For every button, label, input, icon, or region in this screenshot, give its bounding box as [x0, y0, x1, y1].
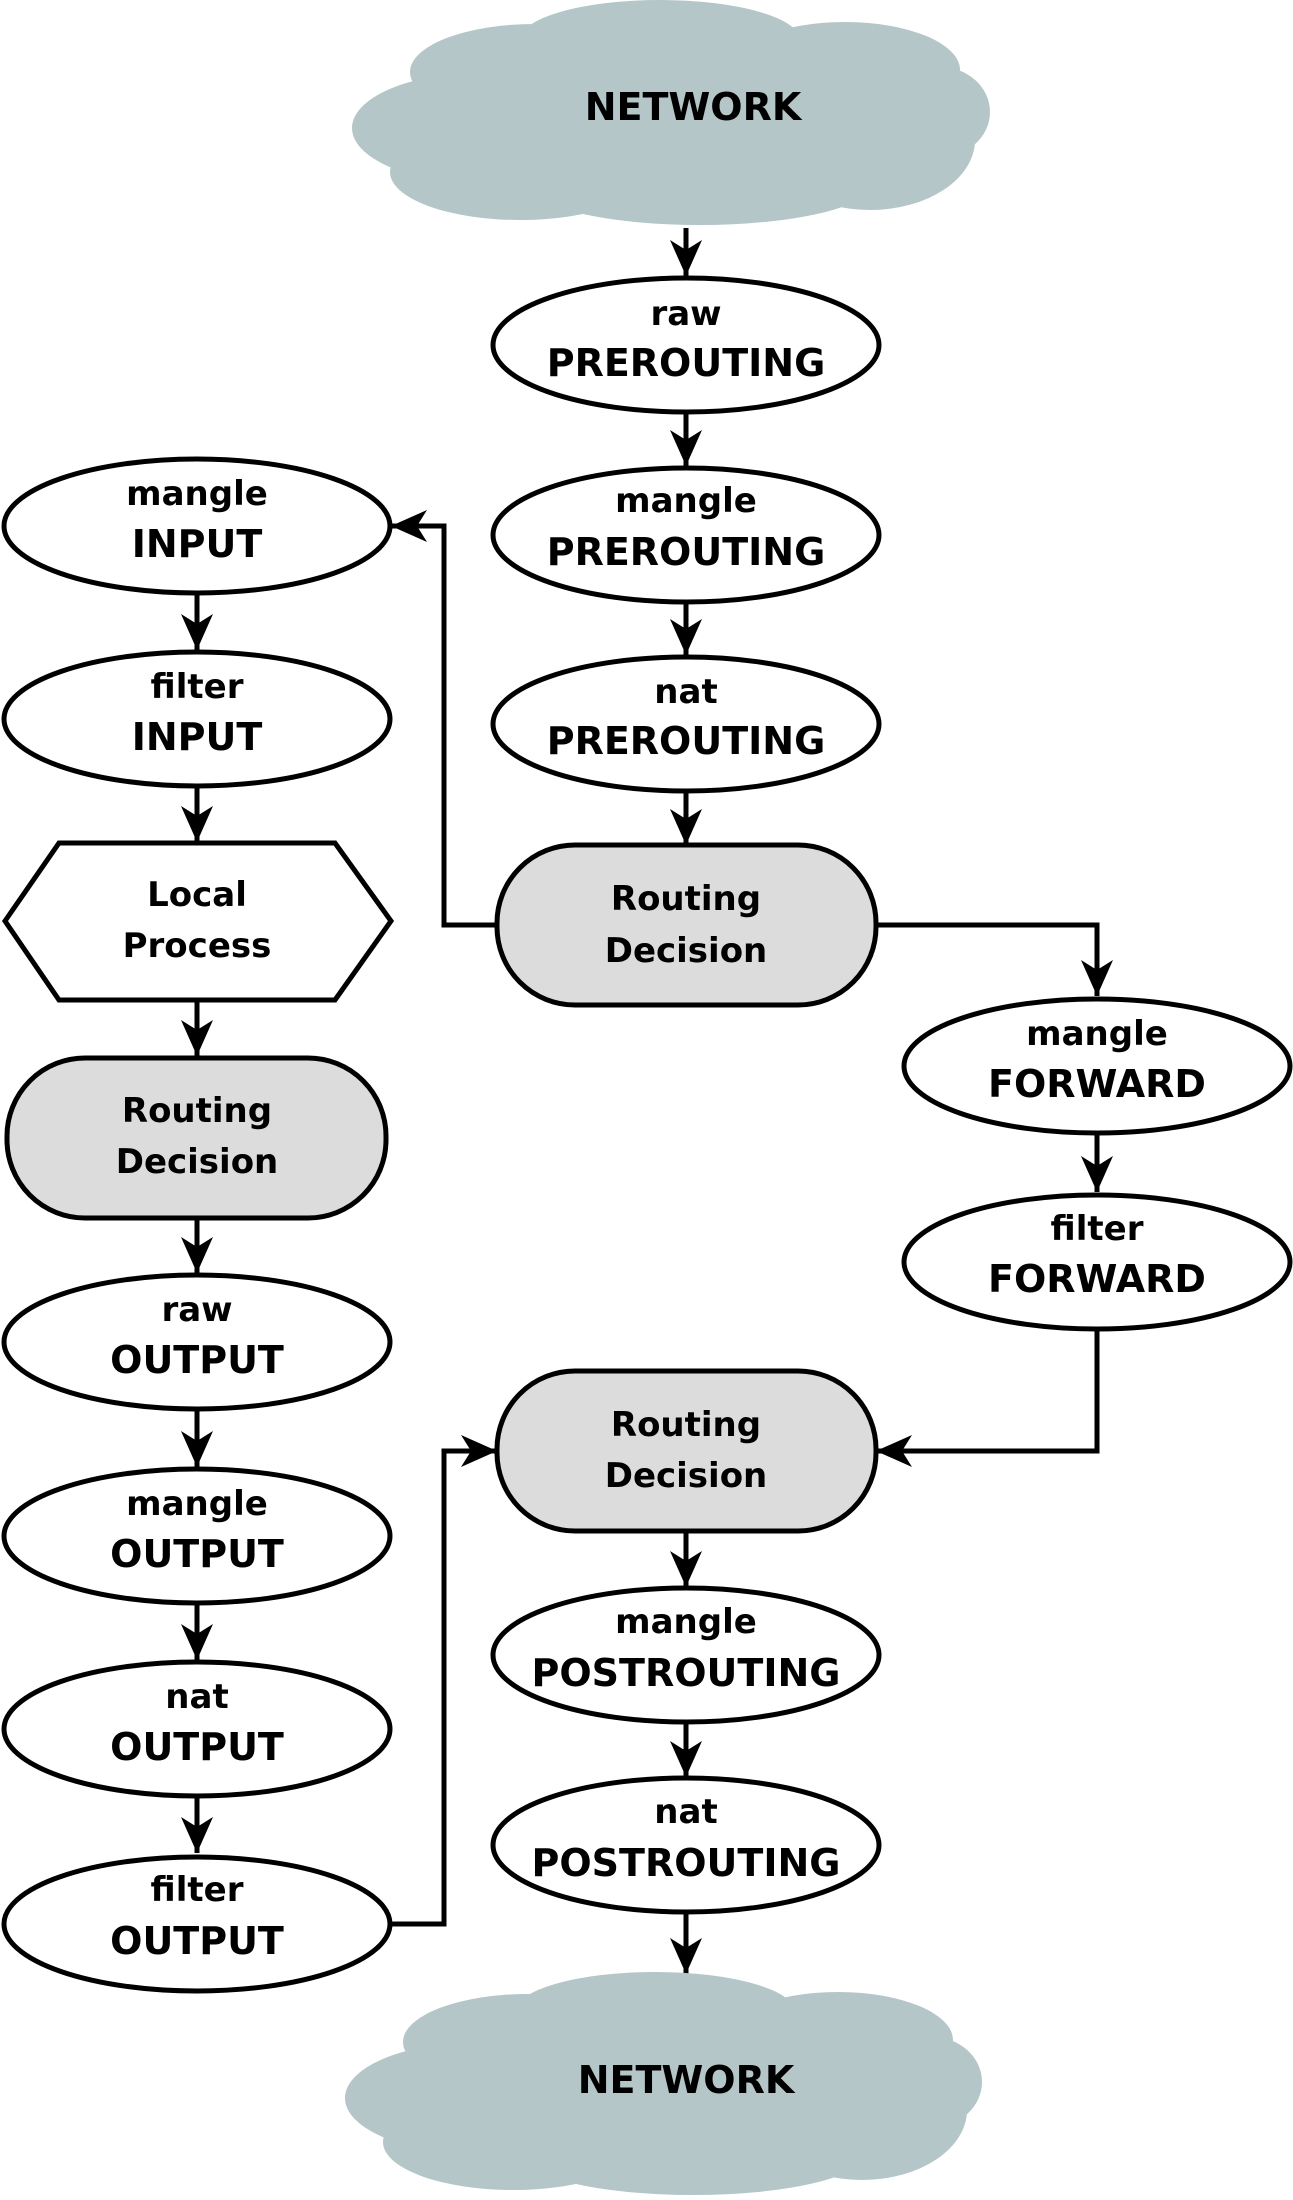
node-table-label: mangle: [615, 1602, 757, 1642]
mangle-prerouting-node: mangle PREROUTING: [490, 465, 882, 605]
nat-postrouting-node: nat POSTROUTING: [490, 1775, 882, 1915]
routing-line1: Routing: [611, 1405, 761, 1445]
raw-output-node: raw OUTPUT: [1, 1272, 393, 1412]
cloud-shape-top: [352, 0, 990, 225]
node-table-label: raw: [161, 1290, 232, 1330]
edges: [181, 228, 1113, 1974]
node-chain-label: OUTPUT: [110, 1338, 284, 1382]
node-chain-label: OUTPUT: [110, 1532, 284, 1576]
raw-prerouting-node: raw PREROUTING: [490, 275, 882, 415]
network-top-label: NETWORK: [585, 85, 803, 129]
local-process-line1: Local: [147, 875, 247, 915]
local-process-line2: Process: [123, 926, 272, 966]
filter-input-node: filter INPUT: [1, 649, 393, 789]
node-chain-label: PREROUTING: [547, 341, 826, 385]
node-table-label: filter: [151, 1870, 244, 1910]
node-chain-label: PREROUTING: [547, 719, 826, 763]
network-cloud-top: NETWORK: [352, 0, 990, 225]
routing-line1: Routing: [611, 879, 761, 919]
node-table-label: mangle: [126, 1484, 268, 1524]
routing-line2: Decision: [116, 1142, 279, 1182]
node-table-label: filter: [151, 667, 244, 707]
nat-output-node: nat OUTPUT: [1, 1659, 393, 1799]
node-chain-label: POSTROUTING: [532, 1651, 841, 1695]
node-chain-label: OUTPUT: [110, 1725, 284, 1769]
node-chain-label: INPUT: [132, 522, 263, 566]
mangle-input-node: mangle INPUT: [1, 456, 393, 596]
filter-forward-node: filter FORWARD: [901, 1192, 1293, 1332]
node-chain-label: PREROUTING: [547, 530, 826, 574]
node-chain-label: OUTPUT: [110, 1919, 284, 1963]
cloud-shape-bottom: [345, 1972, 982, 2195]
node-table-label: raw: [650, 294, 721, 334]
edge-filter-forward-to-routing: [876, 1330, 1100, 1467]
node-table-label: mangle: [615, 481, 757, 521]
mangle-postrouting-node: mangle POSTROUTING: [490, 1585, 882, 1725]
local-process-node: Local Process: [1, 840, 395, 1003]
routing-decision-bottom: Routing Decision: [494, 1368, 879, 1534]
routing-line1: Routing: [122, 1091, 272, 1131]
edge-routing-to-mangle-forward: [876, 922, 1113, 996]
node-table-label: nat: [654, 1792, 717, 1832]
node-table-label: mangle: [126, 474, 268, 514]
edge-routing-to-mangle-input: [391, 510, 497, 928]
edge-filter-output-to-routing: [391, 1435, 497, 1927]
node-chain-label: FORWARD: [988, 1257, 1206, 1301]
routing-line2: Decision: [605, 1456, 768, 1496]
node-table-label: nat: [654, 672, 717, 712]
node-chain-label: INPUT: [132, 715, 263, 759]
network-cloud-bottom: NETWORK: [345, 1972, 982, 2195]
node-table-label: mangle: [1026, 1014, 1168, 1054]
node-chain-label: POSTROUTING: [532, 1841, 841, 1885]
node-chain-label: FORWARD: [988, 1062, 1206, 1106]
nat-prerouting-node: nat PREROUTING: [490, 654, 882, 794]
routing-decision-local: Routing Decision: [4, 1055, 389, 1221]
mangle-output-node: mangle OUTPUT: [1, 1466, 393, 1606]
routing-line2: Decision: [605, 931, 768, 971]
filter-output-node: filter OUTPUT: [1, 1854, 393, 1994]
network-bottom-label: NETWORK: [578, 2058, 796, 2102]
mangle-forward-node: mangle FORWARD: [901, 996, 1293, 1136]
node-table-label: filter: [1051, 1209, 1144, 1249]
node-table-label: nat: [165, 1677, 228, 1717]
routing-decision-top: Routing Decision: [494, 842, 879, 1008]
